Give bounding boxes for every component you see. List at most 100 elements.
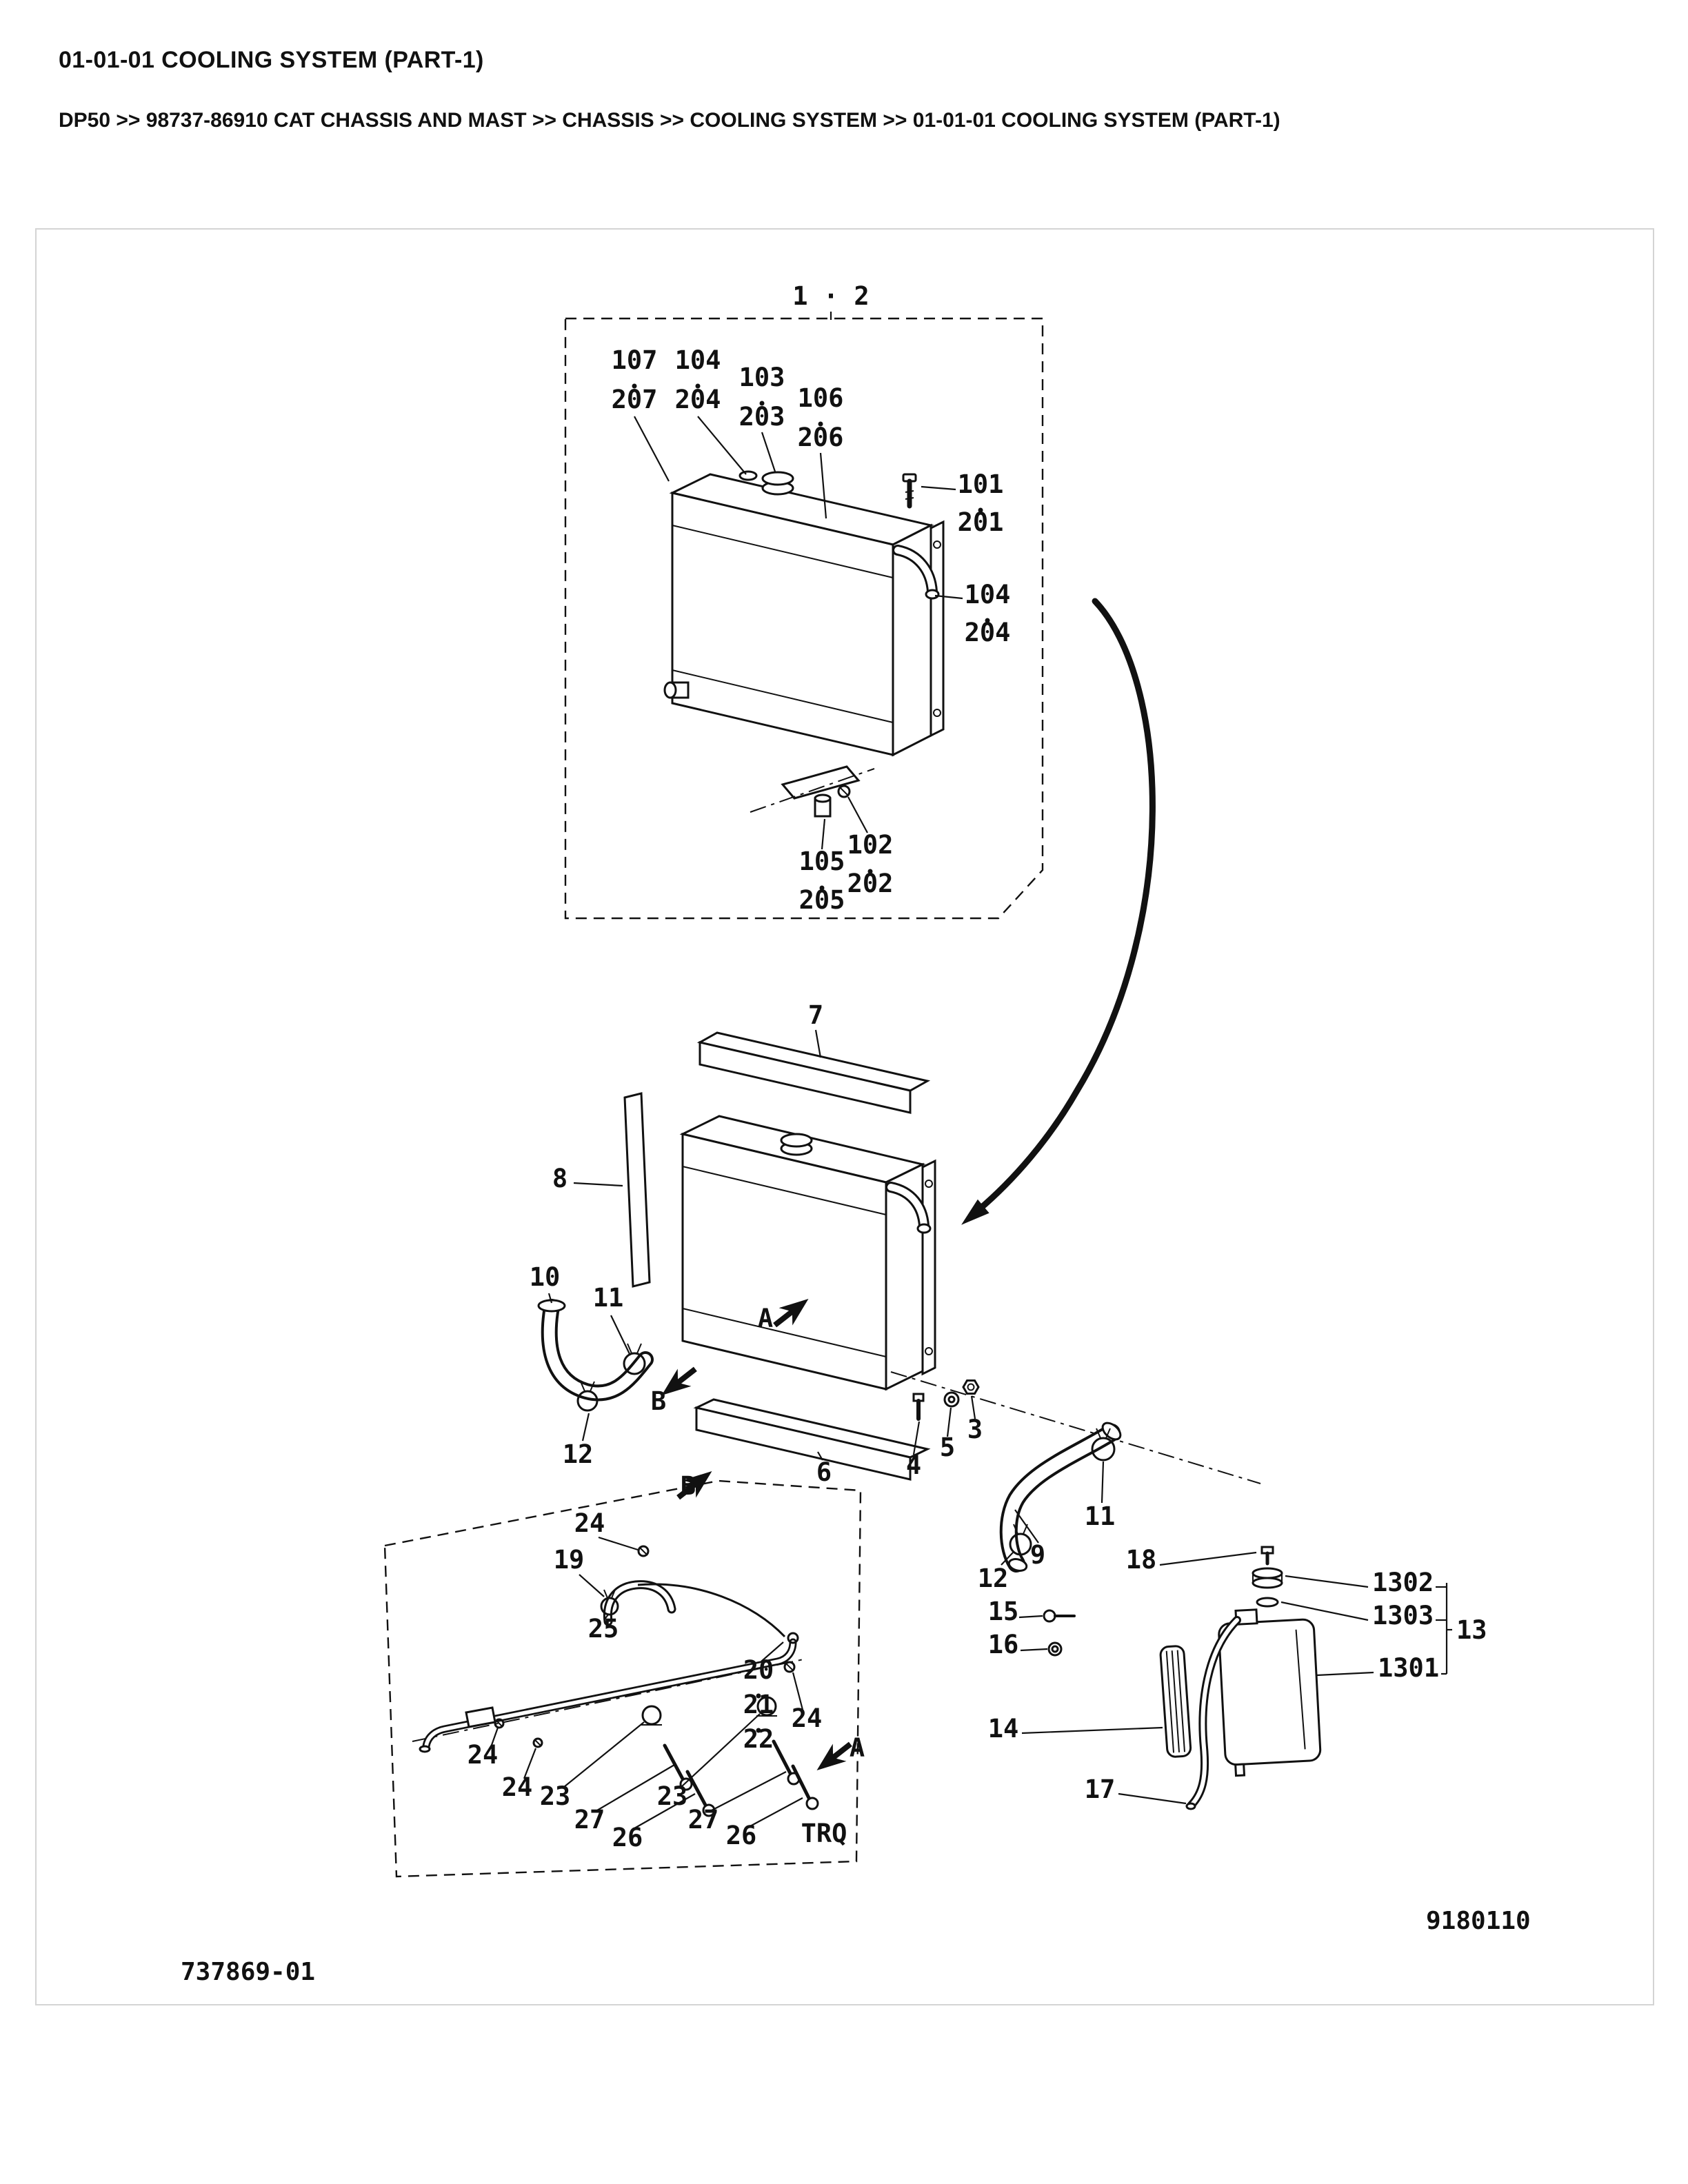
callout-101: 101: [958, 469, 1004, 499]
lower-bracket: [781, 765, 861, 800]
flange-hole: [933, 540, 941, 549]
callout-207: 207: [612, 385, 658, 414]
flange-hole: [933, 709, 941, 717]
reservoir-cap-1302: [1252, 1567, 1283, 1589]
assembly-detail-box: [564, 312, 1044, 920]
screw-24: [494, 1718, 505, 1729]
page-title: 01-01-01 COOLING SYSTEM (PART-1): [59, 47, 484, 73]
torque-note: TRQ: [801, 1819, 847, 1848]
callout-105: 105: [799, 847, 845, 876]
callout-104: 104: [965, 580, 1011, 609]
callout-11: 11: [593, 1283, 624, 1313]
pipe-bracket: [465, 1706, 496, 1728]
grommet-16: [1047, 1641, 1063, 1657]
callout-7: 7: [808, 1000, 823, 1030]
centerline: [412, 1658, 807, 1742]
corrugated-tube-14: [1159, 1645, 1192, 1758]
hose-19: [603, 1580, 676, 1626]
screw-24: [532, 1737, 543, 1748]
detail-leader-lines: [634, 416, 963, 850]
callout-1303: 1303: [1372, 1601, 1434, 1630]
tank-seam: [672, 525, 894, 578]
radiator-detail-drawing: [663, 470, 945, 818]
diagram-plate-border: [35, 228, 1654, 2005]
cap-gasket-1303: [1256, 1597, 1279, 1608]
callout-26: 26: [612, 1823, 643, 1852]
callout-205: 205: [799, 885, 845, 915]
callout-23: 23: [657, 1781, 688, 1811]
callout-26: 26: [726, 1821, 757, 1850]
drain-spout: [663, 681, 690, 699]
callout-204: 204: [965, 618, 1011, 647]
callout-12: 12: [563, 1439, 594, 1469]
callout-104: 104: [675, 345, 721, 375]
view-label-a: A: [758, 1304, 773, 1333]
torque-leader-lines: [490, 1536, 804, 1829]
callout-202: 202: [847, 869, 894, 898]
callout-27: 27: [574, 1805, 605, 1834]
centerline: [890, 1371, 1261, 1484]
flange-hole: [925, 1347, 933, 1355]
callout-206: 206: [798, 423, 844, 452]
screw-15: [1043, 1609, 1076, 1623]
callout-17: 17: [1085, 1775, 1116, 1804]
screw-24: [783, 1661, 796, 1673]
view-label-a: A: [850, 1733, 865, 1763]
hose-clamp-12: [576, 1381, 599, 1412]
callout-102: 102: [847, 830, 894, 860]
radiator-cap: [761, 471, 794, 496]
callout-11: 11: [1085, 1502, 1116, 1531]
filler-neck: [738, 470, 758, 481]
figure-number: 9180110: [1426, 1907, 1531, 1935]
callout-21: 21: [743, 1690, 774, 1719]
callout-9: 9: [1030, 1540, 1045, 1570]
radiator-side-flange: [921, 1159, 936, 1376]
hose-clamp-11: [623, 1343, 646, 1375]
bolt-101: [902, 473, 917, 509]
callout-18: 18: [1126, 1545, 1157, 1575]
callout-8: 8: [552, 1164, 567, 1193]
callout-19: 19: [554, 1545, 585, 1575]
coolant-pipe: [419, 1632, 799, 1753]
callout-12: 12: [978, 1564, 1009, 1593]
callout-1302: 1302: [1372, 1568, 1434, 1597]
callout-16: 16: [988, 1630, 1019, 1659]
radiator-side-flange: [930, 520, 945, 738]
callout-1301: 1301: [1378, 1653, 1439, 1683]
callout-201: 201: [958, 507, 1004, 537]
callout-203: 203: [739, 402, 785, 432]
callout-24: 24: [502, 1772, 533, 1802]
screw-102: [837, 785, 851, 798]
callout-10: 10: [530, 1262, 561, 1292]
view-label-b: B: [681, 1471, 696, 1501]
bolt-27: [663, 1743, 693, 1791]
pipe-curve-20: [637, 1583, 786, 1638]
reservoir-assembly: [1018, 1546, 1452, 1810]
tank-seam: [682, 1308, 887, 1357]
callout-assembly-ref: 1 · 2: [792, 281, 869, 311]
callout-24: 24: [574, 1508, 605, 1538]
callout-20: 20: [743, 1655, 774, 1685]
hose-clamp-25: [600, 1589, 619, 1616]
callout-107: 107: [612, 345, 658, 375]
radiator-main-drawing: [679, 1115, 936, 1391]
cap-bolt-18: [1260, 1546, 1274, 1566]
upper-support-bar-7: [696, 1031, 931, 1114]
callout-14: 14: [988, 1714, 1019, 1743]
group-13-bracket: [1436, 1583, 1452, 1675]
callout-6: 6: [816, 1457, 832, 1487]
callout-24: 24: [792, 1703, 823, 1733]
radiator-cap: [780, 1133, 813, 1156]
callout-24: 24: [468, 1740, 499, 1770]
breadcrumb: DP50 >> 98737-86910 CAT CHASSIS AND MAST…: [59, 109, 1280, 132]
fitting-105: [814, 793, 832, 818]
callout-27: 27: [688, 1805, 719, 1834]
radiator-front-face: [671, 492, 894, 756]
callout-204: 204: [675, 385, 721, 414]
tank-seam: [672, 669, 894, 723]
overflow-hose-17: [1185, 1616, 1241, 1810]
document-number: 737869-01: [181, 1958, 315, 1986]
washer-5: [943, 1391, 960, 1408]
callout-23: 23: [540, 1781, 571, 1811]
callout-4: 4: [906, 1450, 921, 1480]
